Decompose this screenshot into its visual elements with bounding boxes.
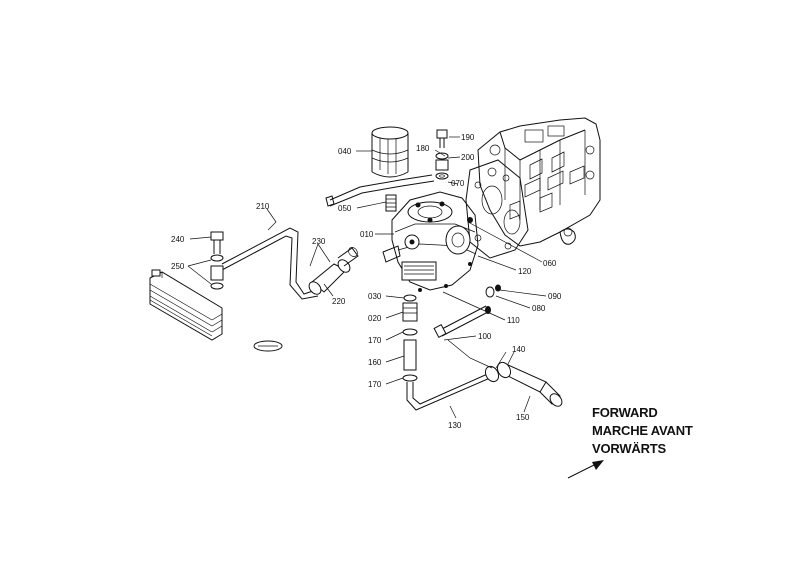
callout-010: 010 <box>360 230 374 239</box>
direction-line-english: FORWARD <box>592 405 658 420</box>
pipe-130 <box>406 371 493 411</box>
callout-040: 040 <box>338 147 352 156</box>
direction-legend: FORWARD MARCHE AVANT VORWÄRTS <box>592 404 752 458</box>
bolt-240 <box>210 231 224 254</box>
callout-070: 070 <box>451 179 465 188</box>
callout-180: 180 <box>416 144 430 153</box>
stamp-mark <box>253 340 283 352</box>
callout-240: 240 <box>171 235 185 244</box>
callout-030: 030 <box>368 292 382 301</box>
washer-110 <box>485 306 491 314</box>
callout-080: 080 <box>532 304 546 313</box>
callout-100: 100 <box>478 332 492 341</box>
bolt-190 <box>436 129 448 148</box>
callout-020: 020 <box>368 314 382 323</box>
callout-050: 050 <box>338 204 352 213</box>
callout-170-lower: 170 <box>368 380 382 389</box>
fitting-020 <box>402 302 418 322</box>
oring-170-upper <box>402 328 418 336</box>
washer-250 <box>210 254 224 290</box>
callout-110: 110 <box>507 316 520 325</box>
fitting-030 <box>403 294 417 302</box>
callout-120: 120 <box>518 267 532 276</box>
washer-080 <box>485 286 495 298</box>
forward-arrow-icon <box>567 460 604 479</box>
callout-labels: 040 190 180 200 070 050 010 060 120 090 … <box>171 133 562 430</box>
callout-060: 060 <box>543 259 557 268</box>
direction-line-french: MARCHE AVANT <box>592 423 693 438</box>
bolt-100 <box>433 305 489 338</box>
callout-190: 190 <box>461 133 475 142</box>
callout-140: 140 <box>512 345 526 354</box>
pipe-180 <box>325 174 435 207</box>
leader-lines <box>187 136 547 419</box>
direction-line-german: VORWÄRTS <box>592 441 666 456</box>
oil-filter <box>371 126 409 178</box>
hose-220 <box>308 247 359 295</box>
pipe-210 <box>221 227 319 300</box>
callout-210: 210 <box>256 202 270 211</box>
fitting-050 <box>385 194 397 212</box>
washer-200 <box>435 152 449 180</box>
clamp-140 <box>484 361 512 383</box>
callout-160: 160 <box>368 358 382 367</box>
bolt-060 <box>467 217 473 223</box>
bolt-090 <box>495 284 501 292</box>
oil-cooler <box>149 269 223 341</box>
callout-230: 230 <box>312 237 326 246</box>
callout-130: 130 <box>448 421 462 430</box>
callout-150: 150 <box>516 413 530 422</box>
callout-200: 200 <box>461 153 475 162</box>
callout-170-upper: 170 <box>368 336 382 345</box>
callout-250: 250 <box>171 262 185 271</box>
hydraulic-pump <box>382 191 479 292</box>
callout-220: 220 <box>332 297 346 306</box>
oring-170-lower <box>402 374 418 382</box>
callout-090: 090 <box>548 292 562 301</box>
transmission-case <box>465 117 601 259</box>
tube-160 <box>403 339 417 371</box>
